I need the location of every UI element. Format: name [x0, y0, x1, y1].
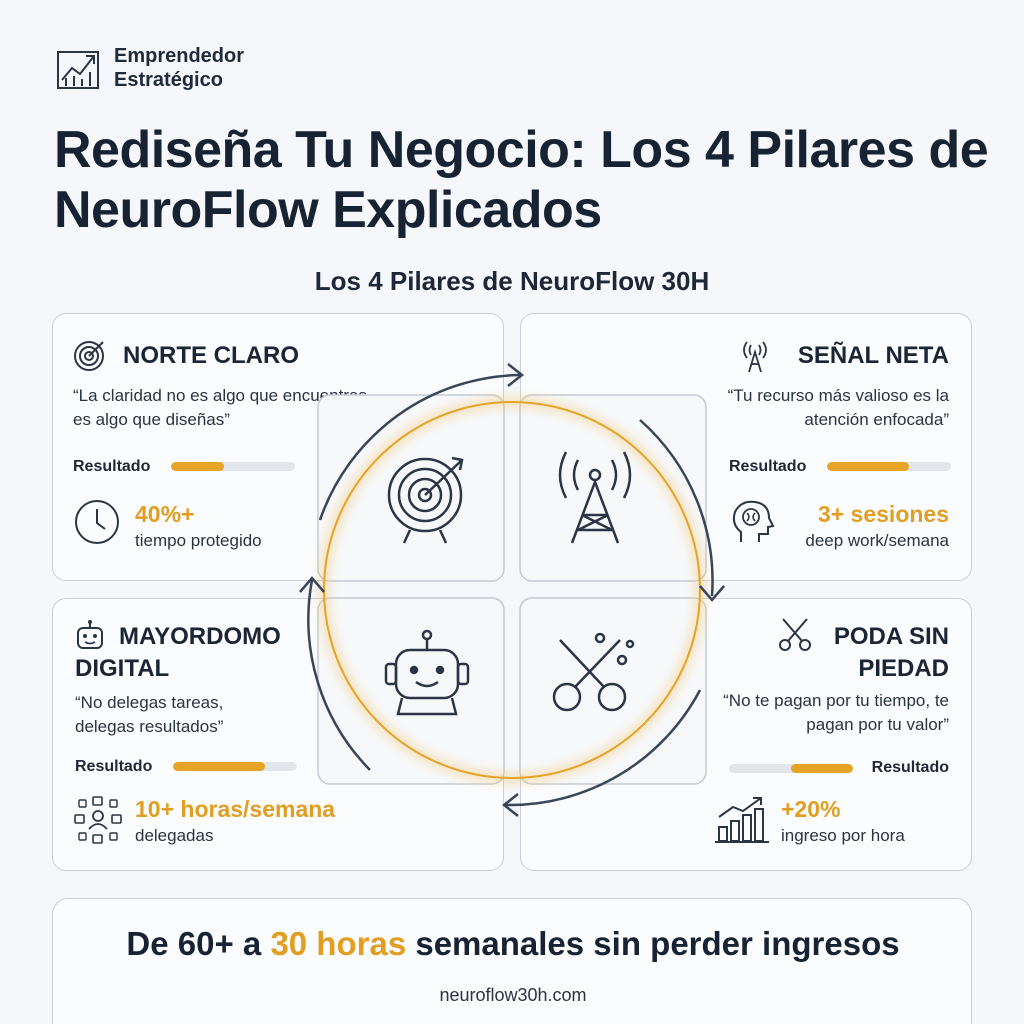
result-metric: 3+ sesiones [817, 501, 949, 527]
brand-line-1: Emprendedor [114, 45, 245, 67]
clock-icon [75, 500, 119, 544]
section-subtitle: Los 4 Pilares de NeuroFlow 30H [314, 266, 710, 296]
result-metric: 10+ horas/semana [135, 796, 336, 822]
result-progress-fill [827, 462, 909, 471]
result-description: deep work/semana [805, 531, 949, 550]
result-progress-bar [171, 462, 295, 471]
result-progress-bar [173, 762, 297, 771]
brand-line-2: Estratégico [114, 69, 223, 91]
result-metric: +20% [781, 796, 841, 822]
page-title: Rediseña Tu Negocio: Los 4 Pilares de Ne… [54, 121, 989, 239]
result-label: Resultado [729, 458, 807, 475]
result-progress-fill [173, 762, 265, 771]
pillar-title: MAYORDOMO DIGITAL [75, 623, 281, 682]
pillar-title: NORTE CLARO [123, 342, 299, 369]
footer-text-before: De 60+ a [126, 925, 271, 962]
growth-chart-icon [57, 51, 99, 89]
footer-url[interactable]: neuroflow30h.com [439, 985, 587, 1005]
antenna-small-icon [743, 341, 767, 373]
result-progress-bar [729, 764, 853, 773]
pillar-card-senal-neta: SEÑAL NETA “Tu recurso más valioso es la… [520, 313, 972, 581]
footer-tagline: De 60+ a 30 horas semanales sin perder i… [53, 925, 973, 963]
robot-small-icon [77, 620, 103, 649]
pillar-title: PODA SIN PIEDAD [833, 623, 949, 682]
result-label: Resultado [871, 759, 949, 776]
result-description: ingreso por hora [781, 826, 905, 845]
brain-head-icon [732, 500, 775, 542]
pillar-card-mayordomo-digital: MAYORDOMO DIGITAL “No delegas tareas, de… [52, 598, 504, 871]
result-progress-bar [827, 462, 951, 471]
result-metric: 40%+ [135, 501, 195, 527]
pillar-quote: “Tu recurso más valioso es la atención e… [727, 386, 949, 429]
pillar-icon-tile [313, 314, 505, 582]
result-progress-fill [791, 764, 853, 773]
result-description: delegadas [135, 826, 214, 845]
brand-name: Emprendedor Estratégico [114, 44, 244, 92]
pillar-quote: “No delegas tareas, delegas resultados” [75, 693, 224, 736]
pillar-title: SEÑAL NETA [797, 342, 949, 369]
pillar-card-norte-claro: NORTE CLARO “La claridad no es algo que … [52, 313, 504, 581]
scissors-small-icon [779, 618, 811, 651]
footer-highlight: 30 horas [270, 925, 407, 962]
pillar-quote: “No te pagan por tu tiempo, te pagan por… [723, 691, 949, 734]
result-progress-fill [171, 462, 225, 471]
footer-banner: De 60+ a 30 horas semanales sin perder i… [52, 898, 972, 1024]
pillar-card-poda-sin-piedad: PODA SIN PIEDAD “No te pagan por tu tiem… [520, 598, 972, 871]
result-description: tiempo protegido [135, 531, 262, 550]
target-small-icon [74, 341, 104, 371]
brand: Emprendedor Estratégico [56, 44, 244, 92]
result-label: Resultado [73, 458, 151, 475]
pillar-quote: “La claridad no es algo que encuentras, … [73, 386, 372, 429]
result-label: Resultado [75, 758, 153, 775]
growth-bars-icon [715, 797, 769, 843]
footer-text-after: semanales sin perder ingresos [406, 925, 900, 962]
delegation-network-icon [74, 796, 122, 844]
